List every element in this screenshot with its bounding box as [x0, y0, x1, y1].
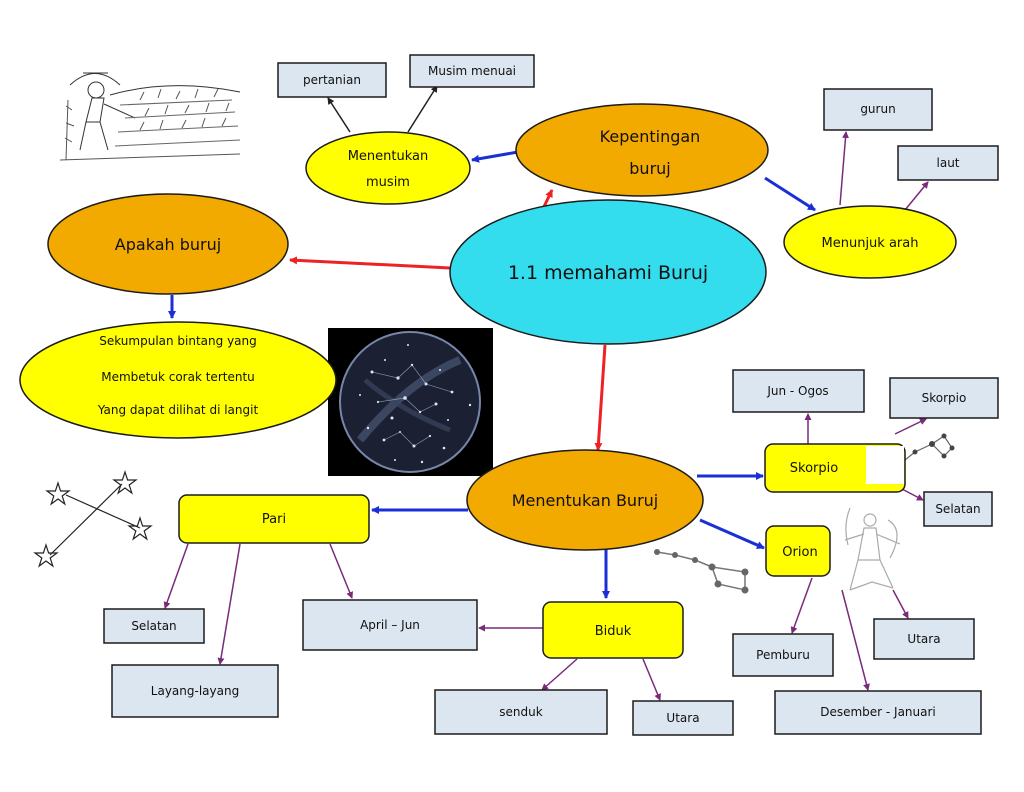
- box-musim-menuai: Musim menuai: [409, 54, 535, 88]
- arrow-orion-to-pemburu: [790, 577, 813, 634]
- box-layang-layang-label: Layang-layang: [151, 684, 239, 698]
- apakah-buruj-label: Apakah buruj: [115, 235, 221, 254]
- orion-figure-icon: [844, 507, 901, 591]
- box-orion-utara-label: Utara: [907, 632, 940, 646]
- box-senduk-label: senduk: [499, 705, 542, 719]
- arrow-biduk-to-utara: [642, 658, 661, 701]
- box-pertanian-label: pertanian: [303, 73, 361, 87]
- box-pemburu: Pemburu: [732, 633, 834, 677]
- arrow-central-to-apakah: [289, 256, 451, 270]
- box-pemburu-label: Pemburu: [756, 648, 810, 662]
- box-pari-selatan-label: Selatan: [131, 619, 176, 633]
- box-desember-januari: Desember - Januari: [774, 690, 982, 735]
- arrow-arah-to-laut: [904, 181, 929, 211]
- biduk-label: Biduk: [595, 624, 632, 639]
- orion-node: Orion: [765, 525, 831, 577]
- arrow-skorpio-to-skorpio-box: [894, 418, 927, 435]
- arrow-buruj-to-orion: [699, 518, 765, 550]
- box-senduk: senduk: [434, 689, 608, 735]
- arrow-skorpio-to-selatan: [899, 487, 924, 501]
- box-jun-ogos: Jun - Ogos: [732, 369, 865, 413]
- box-biduk-utara: Utara: [632, 700, 734, 736]
- central-topic-node: 1.1 memahami Buruj: [449, 199, 767, 345]
- box-laut: laut: [897, 145, 999, 181]
- apakah-buruj-node: Apakah buruj: [47, 193, 289, 295]
- definition-line-1: Sekumpulan bintang yang: [99, 334, 257, 348]
- menentukan-musim-node: Menentukan musim: [305, 131, 471, 205]
- definition-node: Sekumpulan bintang yang Membetuk corak t…: [19, 321, 337, 439]
- central-topic-label: 1.1 memahami Buruj: [508, 262, 708, 284]
- pari-constellation-icon: [33, 470, 153, 568]
- box-desember-januari-label: Desember - Januari: [820, 705, 936, 719]
- pari-node: Pari: [178, 494, 370, 544]
- arrow-orion-to-utara: [892, 589, 909, 619]
- menunjuk-arah-node: Menunjuk arah: [783, 205, 957, 279]
- box-april-jun: April – Jun: [302, 599, 478, 651]
- arrow-pari-to-layang: [217, 543, 241, 665]
- arrow-kepentingan-to-musim: [471, 150, 519, 163]
- orion-label: Orion: [782, 545, 817, 560]
- box-jun-ogos-label: Jun - Ogos: [766, 384, 828, 398]
- box-pertanian: pertanian: [277, 62, 387, 98]
- box-orion-utara: Utara: [873, 618, 975, 660]
- arrow-musim-to-menuai: [407, 85, 438, 133]
- arah-label: Menunjuk arah: [822, 236, 919, 251]
- kepentingan-label-line-2: buruj: [629, 159, 670, 178]
- box-skorpio-selatan: Selatan: [923, 491, 993, 527]
- arrow-central-to-menentukan-buruj: [594, 344, 607, 451]
- box-gurun-label: gurun: [860, 102, 895, 116]
- arrow-kepentingan-to-arah: [764, 176, 816, 212]
- box-laut-label: laut: [937, 156, 960, 170]
- box-musim-menuai-label: Musim menuai: [428, 64, 516, 78]
- farmer-illustration: [59, 72, 241, 161]
- definition-line-2: Membetuk corak tertentu: [101, 370, 255, 384]
- box-pari-selatan: Selatan: [103, 608, 205, 644]
- box-skorpio-selatan-label: Selatan: [935, 502, 980, 516]
- musim-label-line-1: Menentukan: [348, 149, 429, 164]
- box-biduk-utara-label: Utara: [666, 711, 699, 725]
- box-layang-layang: Layang-layang: [111, 664, 279, 718]
- menentukan-buruj-node: Menentukan Buruj: [466, 449, 704, 551]
- skorpio-label: Skorpio: [790, 461, 838, 476]
- arrow-pari-to-april: [329, 543, 353, 599]
- arrow-arah-to-gurun: [839, 131, 849, 206]
- biduk-node: Biduk: [542, 601, 684, 659]
- arrow-orion-to-desember: [841, 589, 870, 691]
- arrow-biduk-to-senduk: [541, 658, 578, 691]
- biduk-constellation-icon: [654, 549, 749, 594]
- box-april-jun-label: April – Jun: [360, 618, 420, 632]
- kepentingan-label-line-1: Kepentingan: [600, 127, 701, 146]
- definition-line-3: Yang dapat dilihat di langit: [97, 403, 259, 417]
- kepentingan-buruj-node: Kepentingan buruj: [515, 103, 769, 197]
- pari-label: Pari: [262, 512, 286, 527]
- musim-label-line-2: musim: [366, 175, 410, 190]
- star-sky-photo: [328, 328, 493, 476]
- arrow-musim-to-pertanian: [327, 97, 351, 133]
- arrow-pari-to-selatan: [163, 543, 189, 609]
- box-skorpio: Skorpio: [889, 377, 999, 419]
- box-skorpio-label: Skorpio: [922, 391, 967, 405]
- box-gurun: gurun: [823, 88, 933, 131]
- skorpio-node: Skorpio: [764, 443, 906, 493]
- menentukan-buruj-label: Menentukan Buruj: [512, 491, 658, 510]
